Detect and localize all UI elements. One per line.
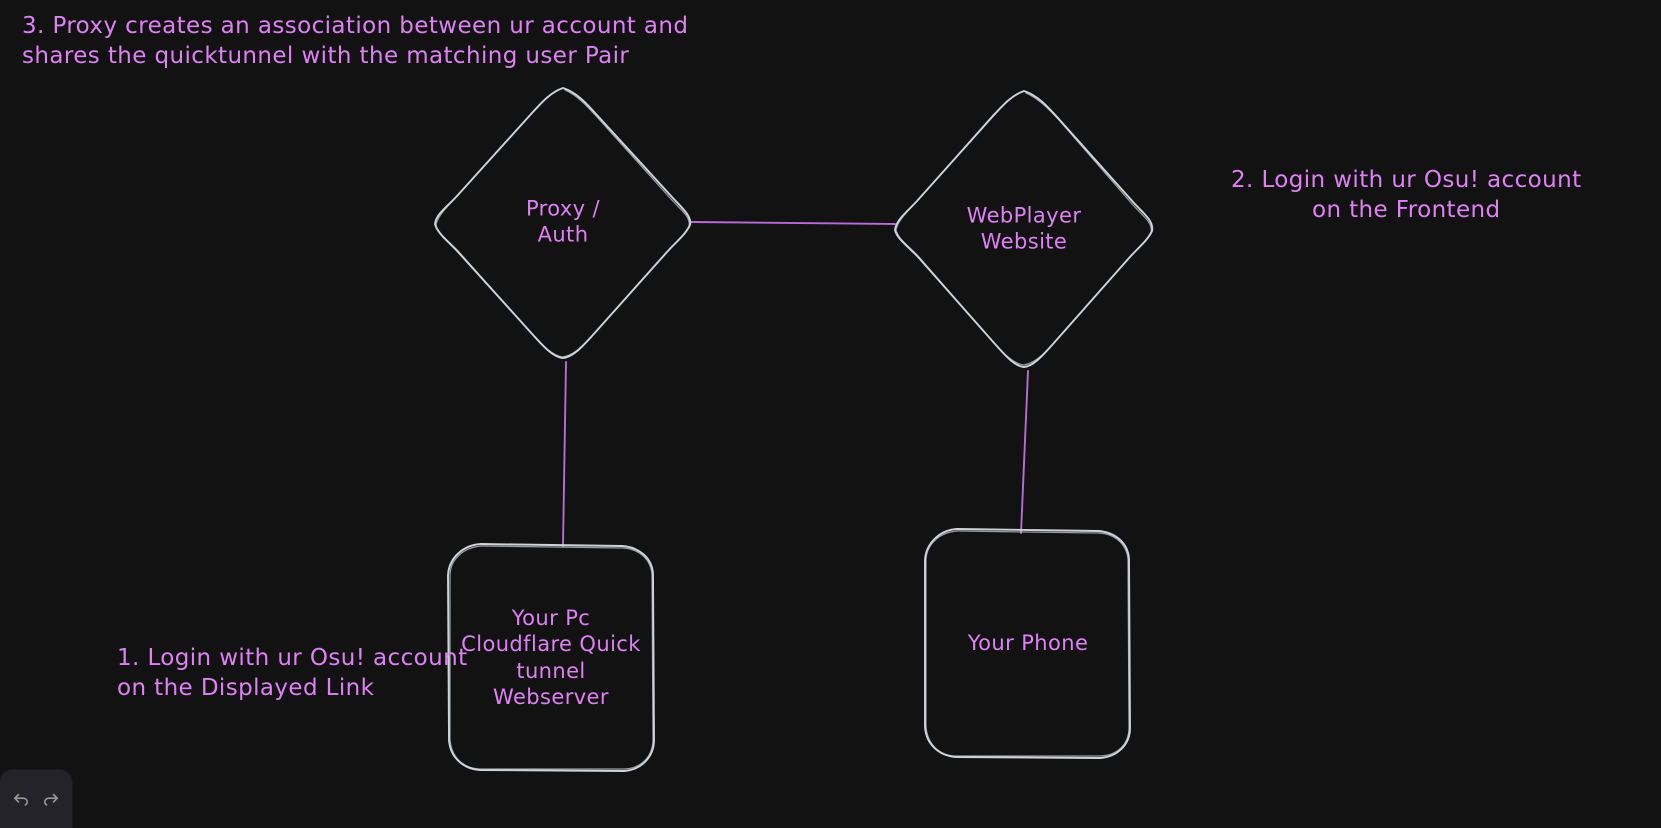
note-step-2: 2. Login with ur Osu! account on the Fro…	[1231, 167, 1582, 223]
connector-proxy-to-your-pc	[562, 361, 567, 547]
shape-label-your-pc: Your Pc Cloudflare Quick tunnel Webserve…	[461, 606, 641, 710]
shape-label-webplayer-website: WebPlayer Website	[966, 203, 1082, 254]
undo-button[interactable]	[7, 785, 35, 813]
connector-webplayer-to-your-phone	[1020, 370, 1029, 534]
shape-label-proxy-auth: Proxy / Auth	[525, 196, 601, 247]
shape-label-your-phone: Your Phone	[967, 630, 1089, 655]
note-step-1: 1. Login with ur Osu! account on the Dis…	[117, 645, 468, 701]
redo-button[interactable]	[37, 785, 65, 813]
redo-arrow-icon	[44, 793, 58, 806]
connector-proxy-to-webplayer	[690, 221, 896, 225]
undo-arrow-icon	[14, 793, 28, 806]
note-step-3: 3. Proxy creates an association between …	[22, 13, 689, 69]
history-toolbar	[0, 770, 72, 828]
